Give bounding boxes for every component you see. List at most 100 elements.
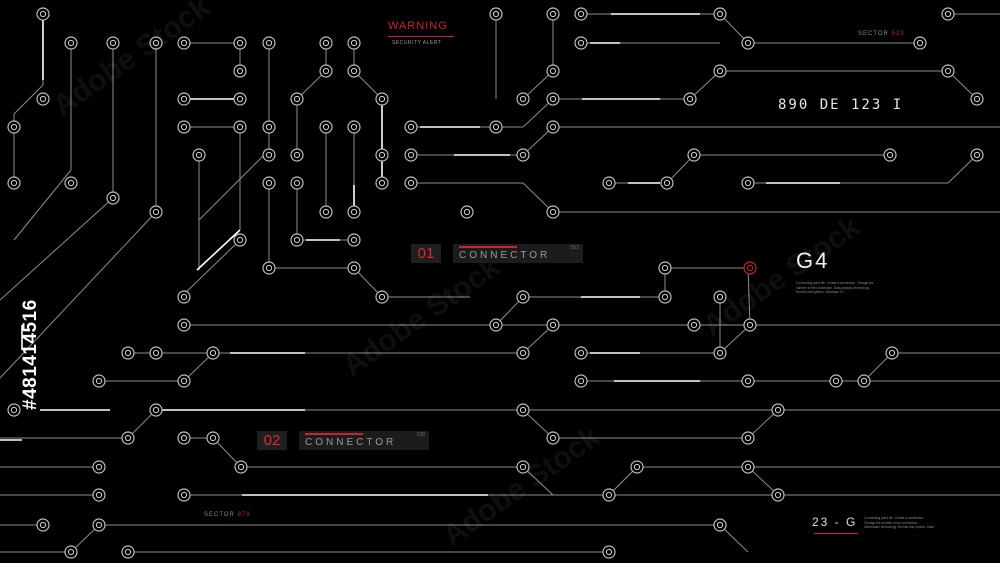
- circuit-node: [121, 545, 135, 559]
- circuit-node: [177, 36, 191, 50]
- sector-code: 523: [891, 31, 905, 37]
- circuit-node: [713, 290, 727, 304]
- circuit-node: [262, 176, 276, 190]
- circuit-node: [687, 148, 701, 162]
- circuit-trace: [13, 169, 72, 241]
- circuit-node: [149, 346, 163, 360]
- circuit-trace: [13, 84, 44, 115]
- circuit-node: [192, 148, 206, 162]
- circuit-node: [375, 176, 389, 190]
- connector-red-bar: [459, 246, 517, 248]
- circuit-node: [516, 460, 530, 474]
- circuit-node: [489, 120, 503, 134]
- circuit-node: [149, 205, 163, 219]
- circuit-trace: [522, 98, 554, 128]
- sector-prefix: SECTOR: [204, 512, 235, 518]
- circuit-node: [262, 36, 276, 50]
- circuit-trace: [522, 324, 554, 354]
- circuit-node: [741, 374, 755, 388]
- circuit-node: [233, 64, 247, 78]
- circuit-node: [516, 346, 530, 360]
- circuit-trace: [522, 466, 554, 496]
- circuit-node: [177, 92, 191, 106]
- circuit-node: [713, 518, 727, 532]
- circuit-node: [233, 120, 247, 134]
- connector-box: 238 CONNECTOR: [299, 431, 429, 450]
- circuit-node: [741, 36, 755, 50]
- circuit-node: [233, 36, 247, 50]
- circuit-node: [941, 7, 955, 21]
- circuit-trace: [719, 13, 749, 44]
- circuit-node: [206, 431, 220, 445]
- g4-label: G4: [796, 248, 830, 273]
- circuit-node: [36, 7, 50, 21]
- connector-label: CONNECTOR: [459, 250, 551, 261]
- circuit-trace: [689, 70, 721, 100]
- connector-number: 01: [411, 244, 441, 263]
- circuit-node: [64, 176, 78, 190]
- circuit-node: [347, 36, 361, 50]
- circuit-node: [319, 120, 333, 134]
- circuit-node: [36, 92, 50, 106]
- circuit-node: [829, 374, 843, 388]
- circuit-node: [319, 36, 333, 50]
- circuit-node: [375, 92, 389, 106]
- circuit-node: [743, 261, 757, 275]
- circuit-node: [516, 148, 530, 162]
- circuit-trace: [522, 409, 554, 439]
- circuit-node: [347, 120, 361, 134]
- circuit-node: [290, 148, 304, 162]
- sector-label-top: SECTOR 523: [858, 31, 905, 37]
- circuit-node: [546, 92, 560, 106]
- connector-code: 052: [570, 245, 579, 251]
- connector-code: 238: [416, 432, 425, 438]
- circuit-node: [546, 205, 560, 219]
- circuit-node: [546, 120, 560, 134]
- circuit-node: [516, 290, 530, 304]
- circuit-node: [92, 488, 106, 502]
- g23-underline: [814, 533, 858, 534]
- warning-subtitle: SECURITY ALERT: [392, 40, 442, 46]
- circuit-node: [741, 460, 755, 474]
- g4-info-text: Connecting point file. Create a connecti…: [796, 281, 874, 295]
- circuit-node: [106, 191, 120, 205]
- circuit-node: [404, 176, 418, 190]
- circuit-node: [149, 403, 163, 417]
- connector-box: 052 CONNECTOR: [453, 244, 583, 263]
- circuit-node: [177, 374, 191, 388]
- circuit-node: [234, 460, 248, 474]
- circuit-node: [489, 7, 503, 21]
- circuit-node: [404, 148, 418, 162]
- circuit-node: [121, 346, 135, 360]
- warning-title: WARNING: [388, 20, 448, 32]
- circuit-trace: [522, 70, 554, 100]
- circuit-node: [262, 261, 276, 275]
- circuit-node: [741, 176, 755, 190]
- circuit-node: [233, 233, 247, 247]
- sector-label-bottom: SECTOR 879: [204, 512, 251, 518]
- circuit-node: [546, 64, 560, 78]
- circuit-trace: [353, 267, 383, 298]
- circuit-node: [177, 318, 191, 332]
- circuit-node: [885, 346, 899, 360]
- circuit-node: [941, 64, 955, 78]
- circuit-node: [771, 488, 785, 502]
- circuit-node: [460, 205, 474, 219]
- circuit-node: [713, 346, 727, 360]
- circuit-trace: [196, 229, 241, 271]
- circuit-node: [64, 545, 78, 559]
- circuit-trace: [522, 126, 554, 156]
- circuit-node: [574, 374, 588, 388]
- circuit-trace: [747, 409, 779, 439]
- circuit-node: [771, 403, 785, 417]
- circuit-node: [290, 92, 304, 106]
- circuit-trace: [296, 70, 327, 100]
- circuit-trace: [747, 466, 779, 496]
- circuit-node: [233, 92, 247, 106]
- circuit-node: [121, 431, 135, 445]
- connector-red-bar: [305, 433, 363, 435]
- circuit-node: [546, 431, 560, 445]
- circuit-node: [319, 64, 333, 78]
- circuit-node: [92, 374, 106, 388]
- circuit-node: [546, 7, 560, 21]
